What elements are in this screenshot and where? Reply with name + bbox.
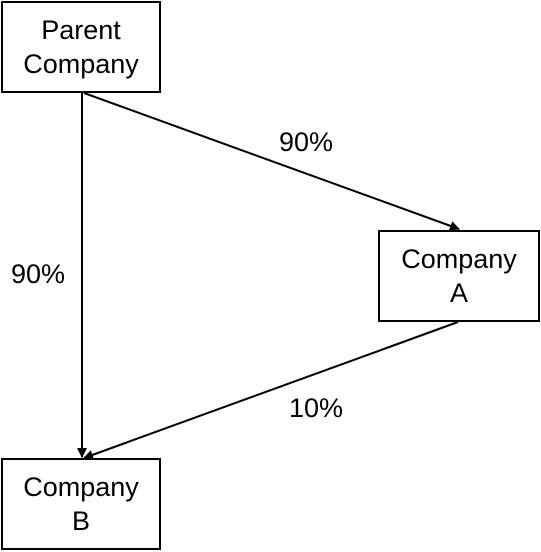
arrow-a-to-b bbox=[83, 321, 459, 460]
edge-label-parent-to-a: 90% bbox=[279, 127, 334, 157]
node-company-a: Company A bbox=[378, 230, 540, 322]
node-parent-company-line2: Company bbox=[23, 49, 139, 79]
node-company-b-line1: Company bbox=[23, 472, 139, 502]
node-company-b: Company B bbox=[1, 458, 161, 550]
arrow-parent-to-a bbox=[83, 92, 460, 231]
edge-label-a-to-b: 10% bbox=[289, 393, 344, 423]
node-parent-company: Parent Company bbox=[1, 1, 161, 93]
node-company-a-line1: Company bbox=[401, 244, 517, 274]
edge-label-parent-to-b: 90% bbox=[11, 259, 66, 289]
node-company-b-line2: B bbox=[71, 506, 90, 536]
node-company-a-line2: A bbox=[449, 278, 468, 308]
node-parent-company-line1: Parent bbox=[41, 15, 121, 45]
